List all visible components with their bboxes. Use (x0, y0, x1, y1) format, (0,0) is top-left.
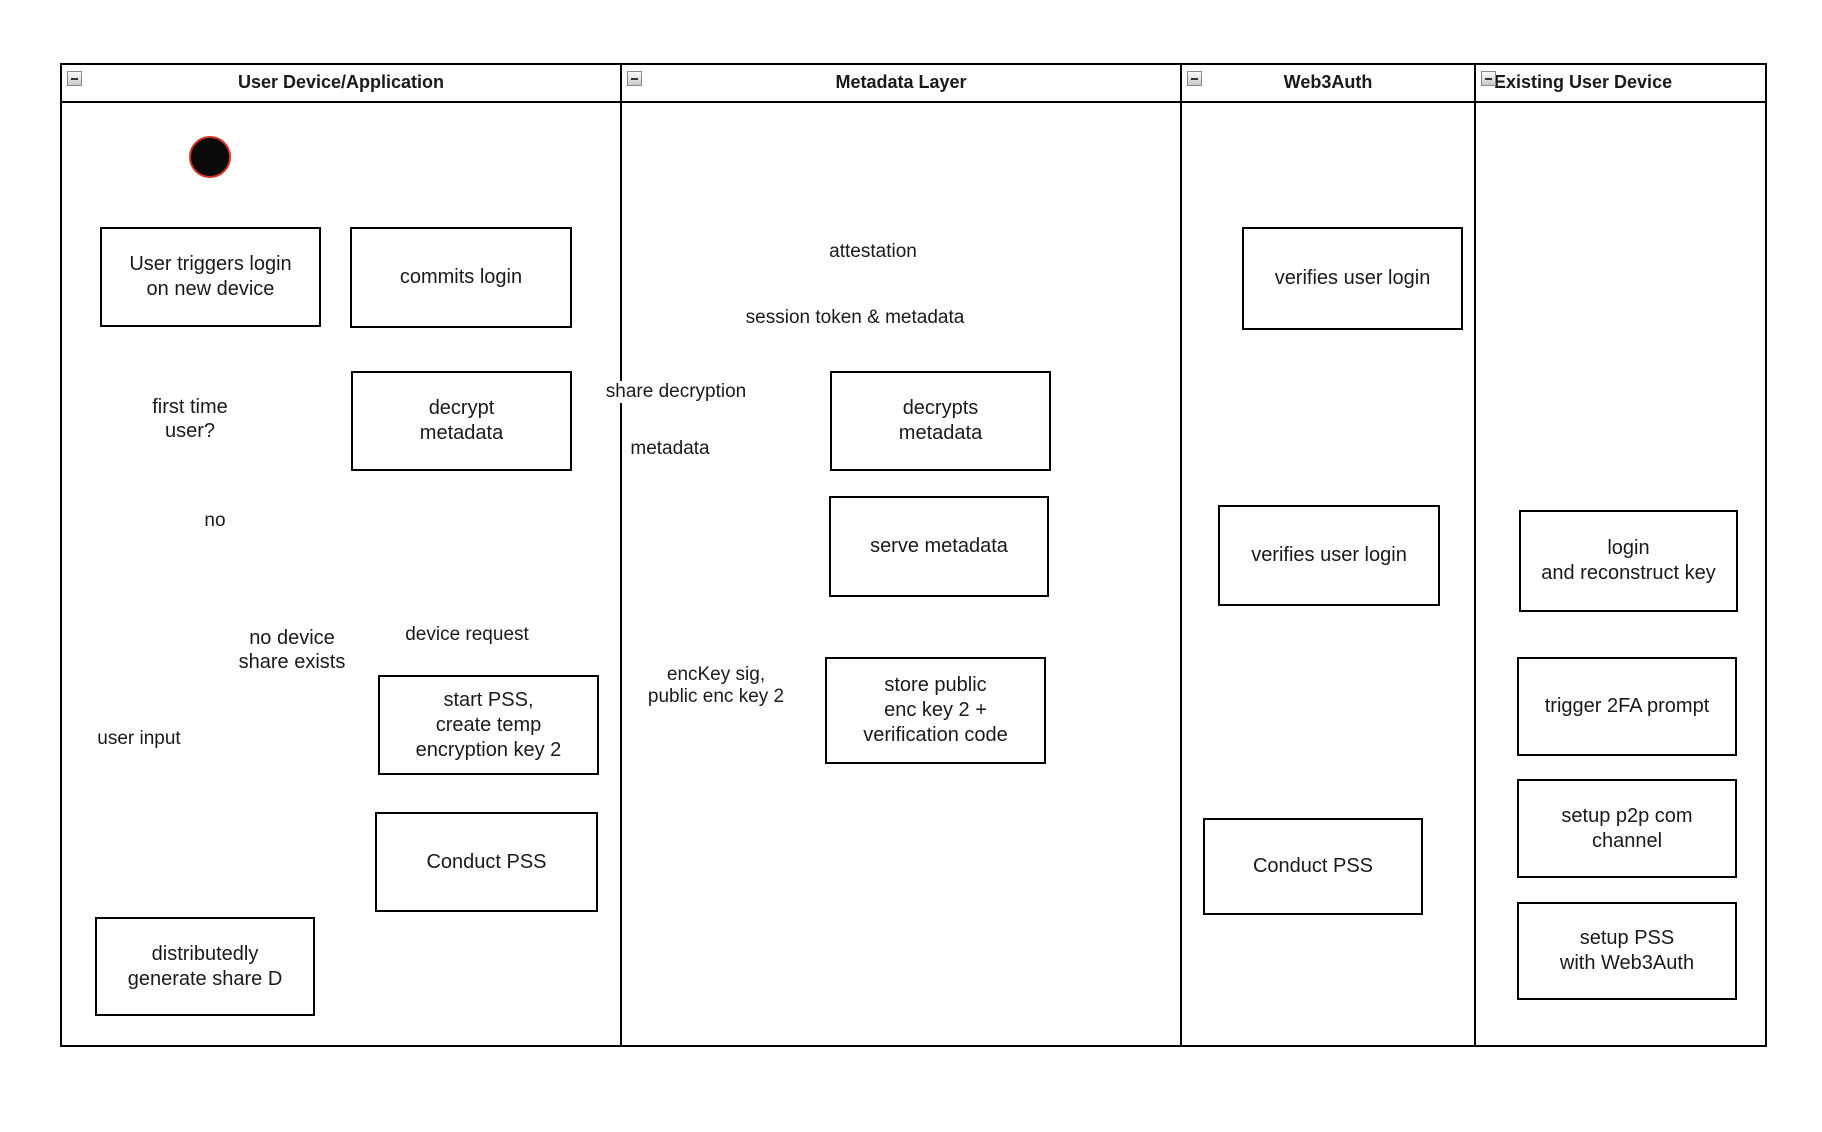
lane-header-metadata-layer[interactable]: Metadata Layer (622, 63, 1180, 103)
edge-label-metadata: metadata (627, 438, 713, 460)
node-user-triggers-login[interactable]: User triggers login on new device (100, 227, 321, 327)
collapse-lane-icon[interactable] (67, 71, 82, 86)
node-distributedly-generate-share-d[interactable]: distributedly generate share D (95, 917, 315, 1016)
node-verifies-user-login-2[interactable]: verifies user login (1218, 505, 1440, 606)
node-decrypts-metadata[interactable]: decrypts metadata (830, 371, 1051, 471)
node-conduct-pss-web3auth[interactable]: Conduct PSS (1203, 818, 1423, 915)
node-verifies-user-login-1[interactable]: verifies user login (1242, 227, 1463, 330)
edge-label-attestation: attestation (826, 241, 920, 263)
edge-label-user-input: user input (94, 728, 184, 750)
node-setup-p2p-channel[interactable]: setup p2p com channel (1517, 779, 1737, 878)
collapse-lane-icon[interactable] (627, 71, 642, 86)
node-store-public-enc-key[interactable]: store public enc key 2 + verification co… (825, 657, 1046, 764)
node-trigger-2fa-prompt[interactable]: trigger 2FA prompt (1517, 657, 1737, 756)
lane-divider (1180, 63, 1182, 1047)
lane-header-existing-device[interactable]: Existing User Device (1476, 63, 1767, 103)
edge-label-enckey: encKey sig, public enc key 2 (644, 664, 788, 708)
node-login-and-reconstruct-key[interactable]: login and reconstruct key (1519, 510, 1738, 612)
edge-label-share-decryption: share decryption (602, 381, 750, 403)
lane-title: Existing User Device (1494, 71, 1673, 92)
lane-header-web3auth[interactable]: Web3Auth (1182, 63, 1474, 103)
lane-divider (1474, 63, 1476, 1047)
edge-label-no: no (201, 510, 229, 532)
node-commits-login[interactable]: commits login (350, 227, 572, 328)
lane-title: Metadata Layer (835, 71, 967, 92)
node-conduct-pss-user-device[interactable]: Conduct PSS (375, 812, 598, 912)
decision-first-time-user[interactable]: first time user? (152, 396, 228, 442)
collapse-lane-icon[interactable] (1481, 71, 1496, 86)
node-setup-pss-with-web3auth[interactable]: setup PSS with Web3Auth (1517, 902, 1737, 1000)
collapse-lane-icon[interactable] (1187, 71, 1202, 86)
decision-no-device-share[interactable]: no device share exists (238, 627, 346, 673)
start-node[interactable] (189, 136, 231, 178)
lane-header-user-device[interactable]: User Device/Application (62, 63, 620, 103)
edge-label-device-request: device request (402, 624, 532, 646)
edge-label-session-token: session token & metadata (742, 307, 968, 329)
node-start-pss[interactable]: start PSS, create temp encryption key 2 (378, 675, 599, 775)
lane-divider (620, 63, 622, 1047)
node-decrypt-metadata[interactable]: decrypt metadata (351, 371, 572, 471)
lane-title: Web3Auth (1283, 71, 1373, 92)
node-serve-metadata[interactable]: serve metadata (829, 496, 1049, 597)
lane-title: User Device/Application (237, 71, 445, 92)
